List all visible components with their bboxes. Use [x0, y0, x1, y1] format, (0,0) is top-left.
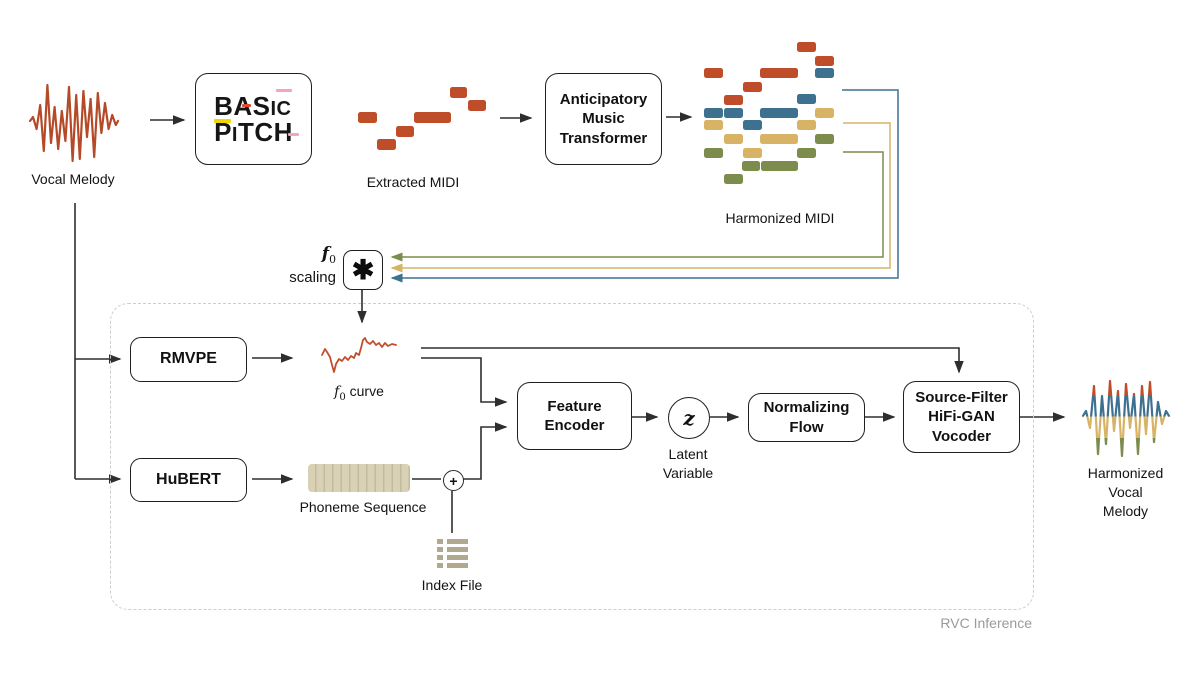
harmonized-midi-note	[760, 108, 798, 118]
vocal-melody-label: Vocal Melody	[31, 171, 115, 187]
harmonized-midi-note	[815, 56, 834, 66]
harmonized-midi-note	[743, 82, 762, 92]
harmonized-midi-note	[760, 134, 798, 144]
logo-red-dash	[242, 104, 252, 107]
rvc-inference-region	[110, 303, 1034, 610]
harmonized-midi-note	[743, 148, 762, 158]
harmonized-midi-label: Harmonized MIDI	[725, 210, 835, 226]
extracted-midi-label: Extracted MIDI	[366, 174, 460, 190]
harmonized-midi-note	[724, 108, 743, 118]
asterisk-icon: ✱	[351, 254, 375, 285]
phoneme-sequence-label: Phoneme Sequence	[299, 499, 427, 515]
harmonized-midi-note	[704, 148, 723, 158]
harmonized-midi-note	[797, 120, 816, 130]
amt-line1: Anticipatory	[559, 91, 648, 109]
harmonized-vocal-waveform	[1081, 379, 1171, 458]
logo-pink-dash-right	[288, 133, 300, 136]
extracted-midi-note	[358, 112, 377, 123]
harmonized-midi-note	[760, 68, 798, 78]
normalizing-flow-box: Normalizing Flow	[748, 393, 865, 442]
add-operator: +	[443, 470, 464, 491]
harmonized-midi-note	[797, 42, 816, 52]
index-file-label: Index File	[421, 577, 483, 593]
harmonized-midi-note	[724, 95, 743, 105]
extracted-midi-note	[414, 112, 451, 123]
extracted-midi-note	[396, 126, 414, 137]
hubert-box: HuBERT	[130, 458, 247, 502]
basic-pitch-box: BASIC PITCH	[195, 73, 312, 165]
amt-line2: Music	[582, 110, 625, 128]
harmonized-midi-note	[797, 94, 816, 104]
latent-variable-node: z	[668, 397, 710, 439]
harmonized-midi-note	[704, 108, 723, 118]
plus-icon: +	[449, 472, 458, 489]
harmonized-midi-note	[815, 68, 834, 78]
harmonized-midi-note	[743, 120, 762, 130]
logo-yellow-dash	[214, 119, 232, 123]
extracted-midi-note	[377, 139, 396, 150]
vocal-melody-waveform	[28, 83, 120, 163]
harmonized-midi-note	[815, 108, 834, 118]
amt-line3: Transformer	[559, 129, 648, 147]
rmvpe-box: RMVPE	[130, 337, 247, 382]
harmonized-midi-note	[742, 161, 760, 171]
basic-pitch-logo: BASIC PITCH	[214, 89, 300, 145]
extracted-midi-note	[468, 100, 486, 111]
harmonized-midi-note	[815, 134, 834, 144]
harmonized-midi-note	[724, 134, 743, 144]
harmonized-midi-note	[724, 174, 743, 184]
harmonized-vocal-melody-label: Harmonized Vocal Melody	[1087, 465, 1164, 519]
vocoder-box: Source-Filter HiFi-GAN Vocoder	[903, 381, 1020, 453]
z-symbol: z	[683, 406, 695, 430]
f0-curve-label: f0 curve	[334, 383, 384, 403]
index-file-icon	[437, 539, 468, 568]
logo-pink-dash-top	[276, 89, 293, 92]
f0-scaling-multiply-box: ✱	[343, 250, 383, 290]
harmonized-midi-note	[704, 120, 723, 130]
phoneme-sequence-graphic	[308, 464, 410, 492]
anticipatory-music-transformer-box: Anticipatory Music Transformer	[545, 73, 662, 165]
harmonized-midi-note	[704, 68, 723, 78]
harmonized-midi-note	[797, 148, 816, 158]
latent-variable-label: Latent Variable	[662, 446, 714, 481]
extracted-midi-note	[450, 87, 467, 98]
rvc-inference-label: RVC Inference	[940, 615, 1032, 631]
harmonized-midi-note	[761, 161, 798, 171]
feature-encoder-box: Feature Encoder	[517, 382, 632, 450]
f0-scaling-label: f0 scaling	[289, 244, 336, 286]
f0-curve-graphic	[321, 337, 397, 373]
